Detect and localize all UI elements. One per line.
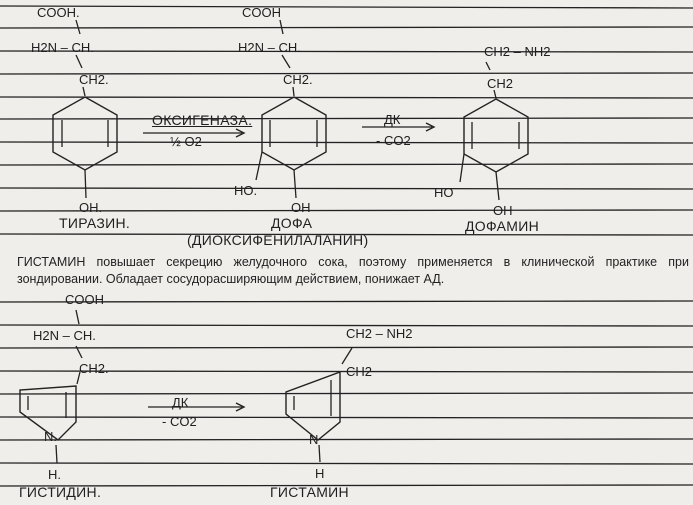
histamine-nh: H <box>315 466 325 481</box>
tyrosine-ch2: CH2. <box>79 72 109 87</box>
dopa-full-name: (ДИОКСИФЕНИЛАЛАНИН) <box>187 232 369 248</box>
histamine-structure <box>285 347 353 463</box>
tyrosine-name: ТИРАЗИН. <box>59 215 131 231</box>
dopa-structure <box>255 19 327 199</box>
dk-label-2: ДК <box>172 395 189 410</box>
histidine-ch2: CH2. <box>79 361 109 376</box>
dopamine-chain: CH2 – NH2 <box>484 44 551 59</box>
oxygenase-label: ОКСИГЕНАЗА. <box>152 112 253 128</box>
arrow-oxygenase <box>143 128 246 138</box>
dopa-ch2: CH2. <box>283 72 313 87</box>
dopamine-oh: OH <box>493 203 513 218</box>
dopa-ho: HO. <box>234 183 258 198</box>
histamine-ch2: CH2 <box>346 364 373 379</box>
paper-rule-lines <box>0 5 693 487</box>
histidine-amine: H2N – CH. <box>33 328 96 343</box>
dopamine-structure <box>459 61 529 201</box>
dopa-name: ДОФА <box>271 215 313 231</box>
arrow-decarboxylase-2 <box>148 402 246 412</box>
dopa-oh: OH <box>291 200 311 215</box>
histidine-ring-n: N. <box>44 429 57 444</box>
histamine-ring-n: N <box>309 432 319 447</box>
dopa-amine: H2N – CH. <box>238 40 301 55</box>
dopa-cooh: COOH <box>242 5 281 20</box>
histamine-description: ГИСТАМИН повышает секрецию желудочного с… <box>17 255 689 286</box>
histamine-chain: CH2 – NH2 <box>346 326 413 341</box>
tyrosine-amine: H2N – CH. <box>31 40 94 55</box>
oxygen-label: ½ O2 <box>170 134 202 149</box>
tyrosine-cooh: COOH. <box>37 5 80 20</box>
dk-label-1: ДК <box>384 112 401 127</box>
dopamine-ch2: CH2 <box>487 76 514 91</box>
tyrosine-oh: OH. <box>79 200 103 215</box>
arrow-decarboxylase-1 <box>362 122 436 132</box>
histidine-nh: H. <box>48 467 61 482</box>
dopamine-ho: HO <box>434 185 454 200</box>
co2-label-1: - CO2 <box>376 133 411 148</box>
histamine-name: ГИСТАМИН <box>270 484 349 500</box>
histidine-structure <box>19 309 83 464</box>
tyrosine-structure <box>52 19 118 199</box>
histidine-name: ГИСТИДИН. <box>19 484 102 500</box>
co2-label-2: - CO2 <box>162 414 197 429</box>
histidine-cooh: COOH <box>65 292 104 307</box>
dopamine-name: ДОФАМИН <box>465 218 539 234</box>
